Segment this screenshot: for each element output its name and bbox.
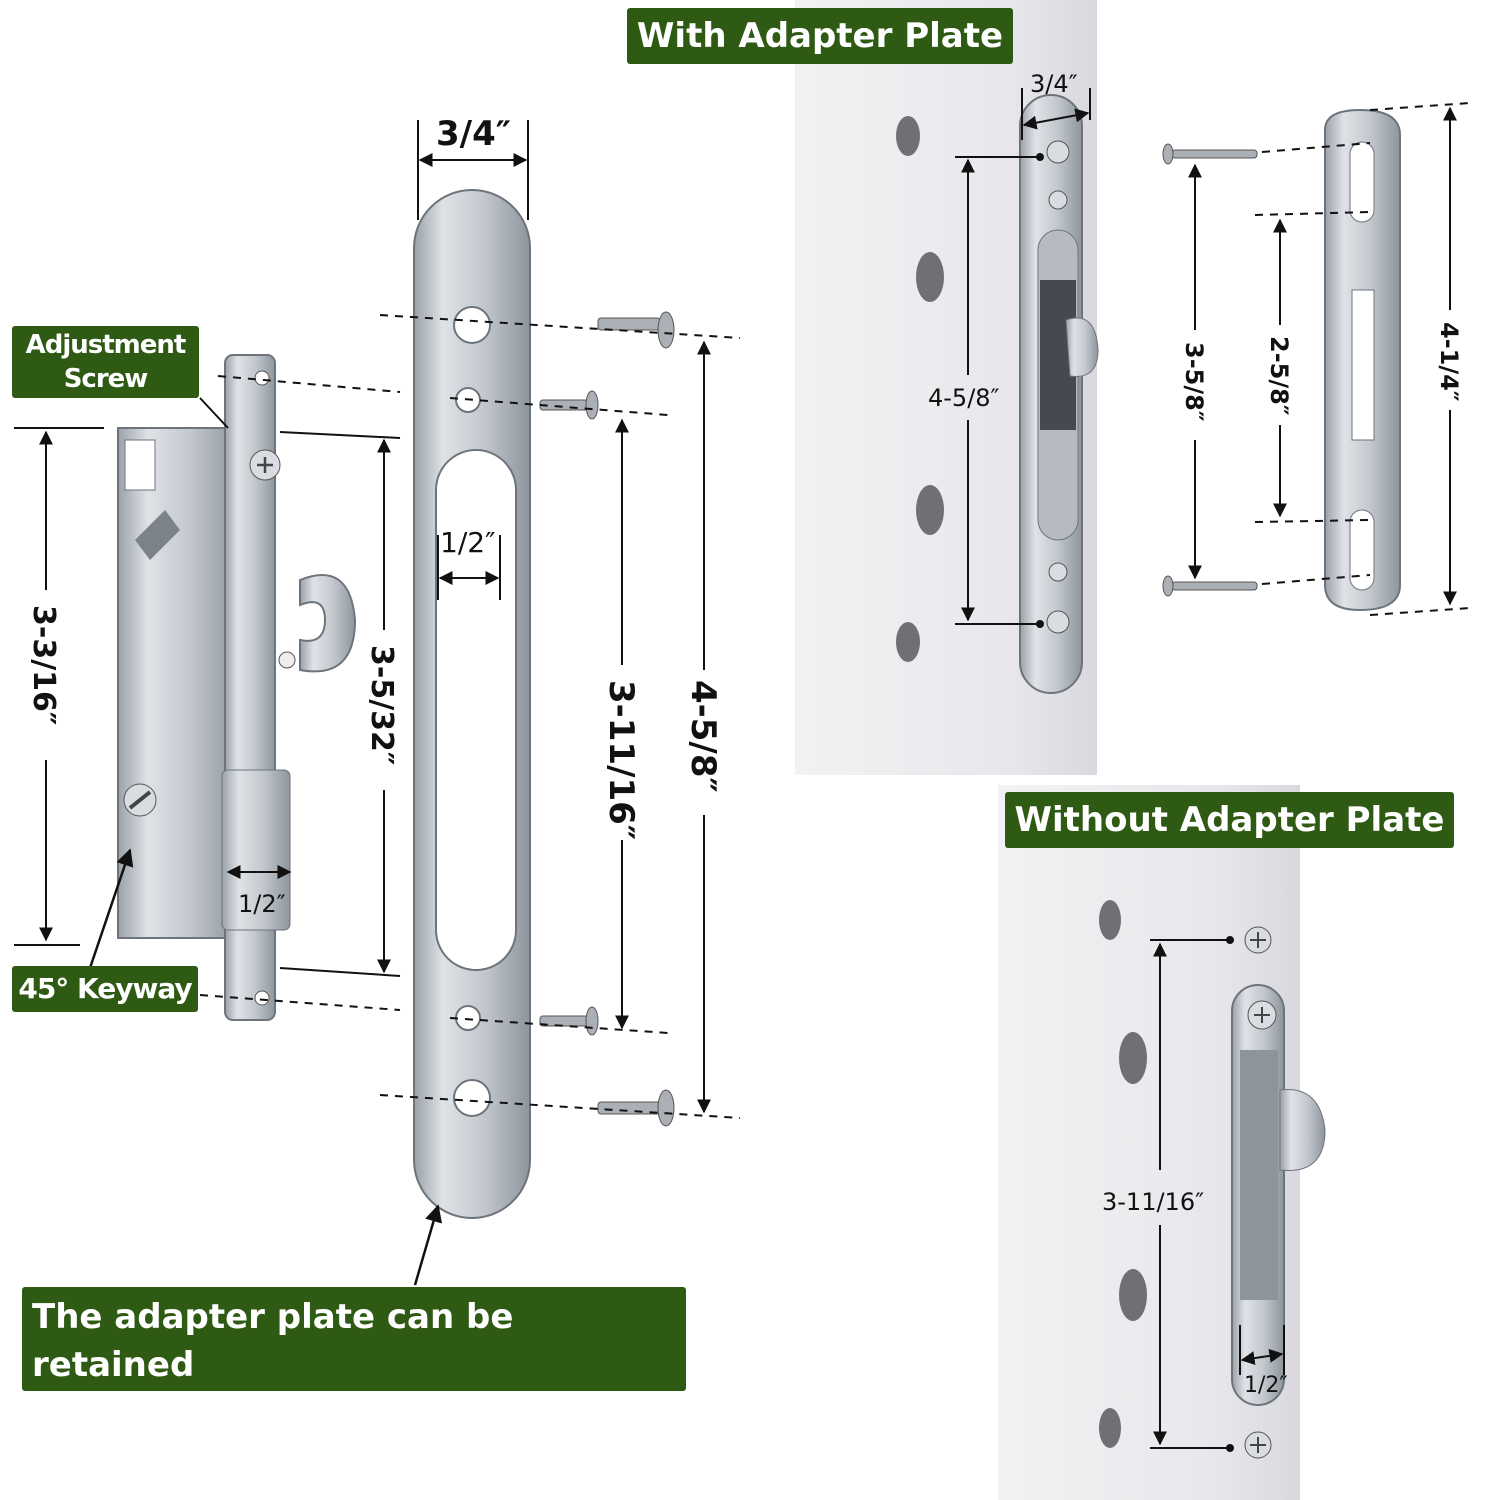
bracket-dimension-lines <box>1188 102 1471 616</box>
no-plate-dimension-lines <box>1150 936 1285 1452</box>
bracket-screws <box>1162 143 1258 597</box>
door-frame-without-plate <box>998 785 1326 1500</box>
lock-dimension-lines <box>14 375 401 1011</box>
dim-adapter-length: 4-1/4″ <box>1435 322 1463 402</box>
keyway-label: 45° Keyway <box>12 966 198 1012</box>
dim-plate-inner-holes: 3-11/16″ <box>601 680 641 840</box>
dim-installed-width: 3/4″ <box>1030 70 1078 98</box>
dim-plate-slot-width: 1/2″ <box>440 526 496 559</box>
adapter-plate-note: The adapter plate can be retained or rem… <box>22 1287 686 1433</box>
adapter-faceplate <box>413 189 531 1219</box>
dim-no-plate-width: 1/2″ <box>1244 1373 1288 1398</box>
note-line-1: The adapter plate can be retained <box>32 1297 514 1385</box>
dim-adapter-inner-holes: 2-5/8″ <box>1265 336 1293 416</box>
dim-lock-body-height: 3-3/16″ <box>26 605 61 725</box>
note-line-2: or removed as required <box>32 1393 484 1433</box>
without-adapter-plate-label: Without Adapter Plate <box>1005 792 1454 848</box>
faceplate-dimension-lines <box>379 120 741 1286</box>
dim-plate-outer-holes: 4-5/8″ <box>683 680 723 793</box>
adjustment-screw-label: Adjustment Screw <box>12 326 199 398</box>
adapter-bracket <box>1324 108 1401 612</box>
door-frame-with-plate <box>795 0 1099 775</box>
with-adapter-plate-label: With Adapter Plate <box>627 8 1013 64</box>
dim-installed-spacing: 4-5/8″ <box>928 384 1000 412</box>
dim-plate-width: 3/4″ <box>436 114 511 154</box>
dim-no-plate-spacing: 3-11/16″ <box>1102 1188 1204 1216</box>
installed-dimension-lines <box>955 88 1091 628</box>
dim-adapter-outer-holes: 3-5/8″ <box>1180 342 1208 422</box>
dim-lock-hook-width: 1/2″ <box>238 890 286 918</box>
mortise-lock-body <box>117 354 357 1021</box>
mounting-screws <box>539 311 675 1127</box>
dim-lock-mount-spacing: 3-5/32″ <box>364 645 399 765</box>
